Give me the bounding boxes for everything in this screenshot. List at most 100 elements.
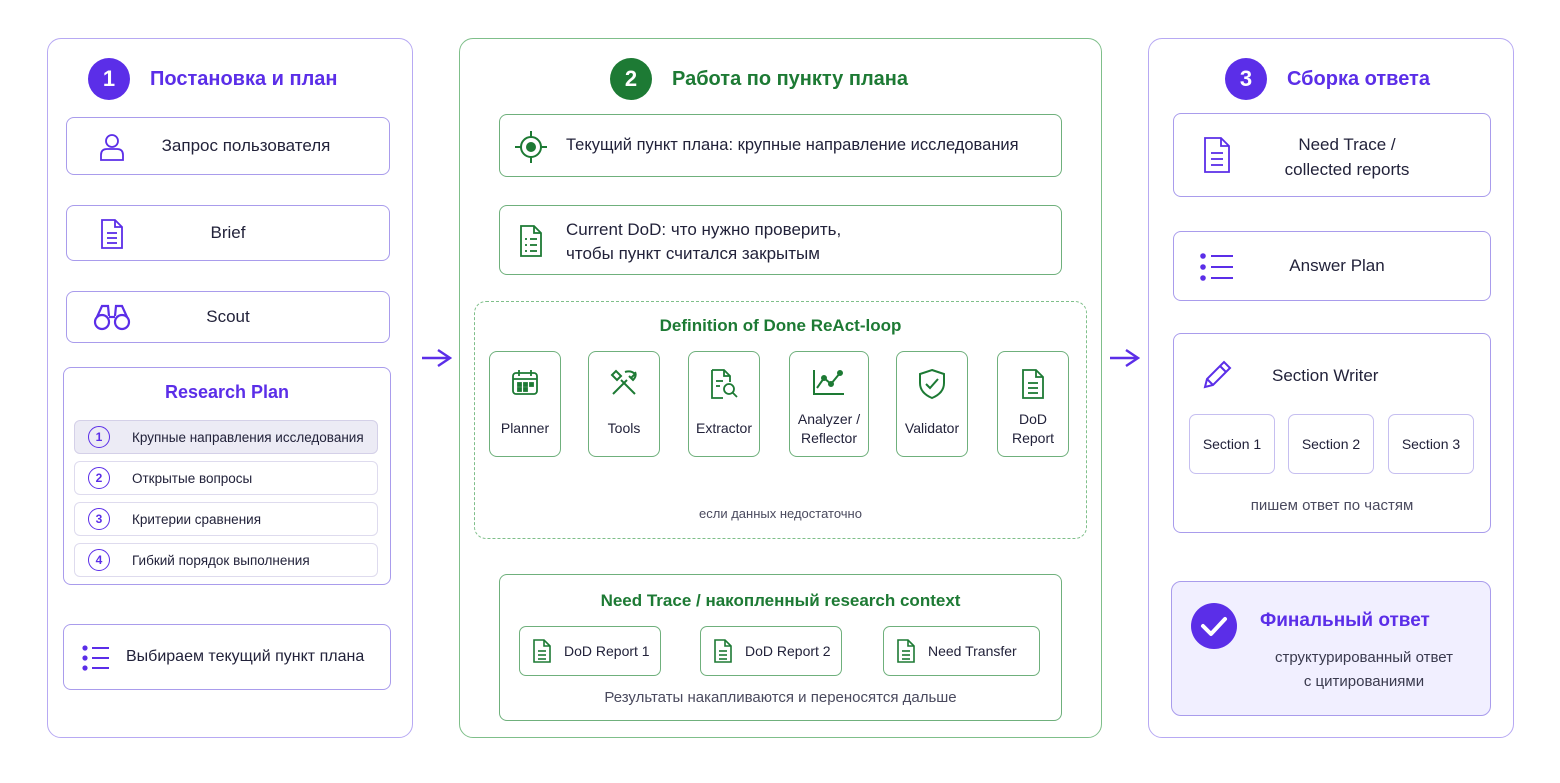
- plan-item-number: 1: [88, 426, 110, 448]
- step-label: Tools: [607, 420, 641, 436]
- step-tools[interactable]: Tools: [588, 351, 660, 457]
- plan-item-text: Гибкий порядок выполнения: [132, 552, 310, 568]
- step-dod-report[interactable]: DoD Report: [997, 351, 1069, 457]
- step-validator[interactable]: Validator: [896, 351, 968, 457]
- document-icon: [1202, 136, 1232, 174]
- list-icon: [1200, 253, 1234, 281]
- step-label: Planner: [500, 420, 550, 436]
- calendar-icon: [490, 368, 560, 396]
- section-2-box[interactable]: Section 2: [1288, 414, 1374, 474]
- collected-reports-line-1: Need Trace /: [1298, 135, 1396, 154]
- feedback-caption: если данных недостаточно: [699, 506, 862, 521]
- plan-item-2[interactable]: 2 Открытые вопросы: [74, 461, 378, 495]
- section-1-box[interactable]: Section 1: [1189, 414, 1275, 474]
- scout-label: Scout: [206, 307, 250, 326]
- step-extractor[interactable]: Extractor: [688, 351, 760, 457]
- plan-item-3[interactable]: 3 Критерии сравнения: [74, 502, 378, 536]
- need-trace-caption: Результаты накапливаются и переносятся д…: [604, 689, 957, 706]
- shield-check-icon: [897, 368, 967, 400]
- dod-report-2-box[interactable]: DoD Report 2: [700, 626, 842, 676]
- target-icon: [514, 130, 548, 164]
- doc-search-icon: [689, 368, 759, 400]
- step-label-line-1: Analyzer /: [797, 411, 861, 427]
- document-icon: [897, 639, 915, 663]
- step-label: Validator: [904, 420, 960, 436]
- research-plan-box: Research Plan 1 Крупные направления иссл…: [63, 367, 391, 585]
- research-plan-title: Research Plan: [164, 382, 290, 402]
- step-label-line-1: DoD: [1018, 411, 1047, 427]
- tools-icon: [589, 368, 659, 398]
- current-plan-item-label: Текущий пункт плана: крупные направление…: [566, 136, 1019, 154]
- need-transfer-box[interactable]: Need Transfer: [883, 626, 1040, 676]
- collected-reports-text: Need Trace / collected reports: [1174, 132, 1490, 182]
- report-label: DoD Report 2: [745, 643, 831, 659]
- user-icon: [97, 132, 127, 162]
- plan-item-number: 3: [88, 508, 110, 530]
- panel-setup-and-plan: 1 Постановка и план Запрос пользователя …: [47, 38, 413, 738]
- chart-line-icon: [790, 368, 868, 396]
- panel-work-on-plan-item: 2 Работа по пункту плана Текущий пункт п…: [459, 38, 1102, 738]
- step-label: Extractor: [695, 420, 752, 436]
- current-dod-text: Current DoD: что нужно проверить, чтобы …: [566, 218, 841, 266]
- checklist-icon: [518, 224, 544, 258]
- collected-reports-box[interactable]: Need Trace / collected reports: [1173, 113, 1491, 197]
- scout-box[interactable]: Scout: [66, 291, 390, 343]
- answer-plan-box[interactable]: Answer Plan: [1173, 231, 1491, 301]
- binoculars-icon: [93, 303, 131, 331]
- need-trace-title: Need Trace / накопленный research contex…: [600, 591, 961, 610]
- step-number-badge: 3: [1225, 58, 1267, 100]
- step-number-badge: 2: [610, 58, 652, 100]
- section-3-box[interactable]: Section 3: [1388, 414, 1474, 474]
- plan-item-4[interactable]: 4 Гибкий порядок выполнения: [74, 543, 378, 577]
- section-writer-box: Section Writer Section 1 Section 2 Secti…: [1173, 333, 1491, 533]
- step-label-line-2: Reflector: [800, 430, 858, 446]
- dod-react-loop-container: Definition of Done ReAct-loop если данны…: [474, 301, 1087, 539]
- panel3-header: 3 Сборка ответа: [1225, 58, 1430, 100]
- plan-item-1[interactable]: 1 Крупные направления исследования: [74, 420, 378, 454]
- pencil-icon: [1200, 358, 1234, 392]
- user-request-box[interactable]: Запрос пользователя: [66, 117, 390, 175]
- section-writer-caption: пишем ответ по частям: [1250, 497, 1414, 514]
- document-icon: [533, 639, 551, 663]
- final-answer-line-2: с цитированиями: [1303, 673, 1425, 690]
- final-answer-line-1: структурированный ответ: [1275, 649, 1453, 666]
- report-label: Need Transfer: [928, 643, 1017, 659]
- answer-plan-label: Answer Plan: [1289, 256, 1385, 275]
- document-icon: [998, 368, 1068, 400]
- plan-item-number: 2: [88, 467, 110, 489]
- plan-item-text: Крупные направления исследования: [132, 429, 364, 445]
- step-number-badge: 1: [88, 58, 130, 100]
- final-answer-title: Финальный ответ: [1260, 610, 1430, 631]
- step-analyzer-reflector[interactable]: Analyzer / Reflector: [789, 351, 869, 457]
- plan-item-number: 4: [88, 549, 110, 571]
- panel-title: Работа по пункту плана: [672, 67, 908, 90]
- list-icon: [82, 645, 110, 671]
- panel-title: Постановка и план: [150, 67, 338, 90]
- step-planner[interactable]: Planner: [489, 351, 561, 457]
- current-dod-line-2: чтобы пункт считался закрытым: [566, 244, 820, 263]
- panel-title: Сборка ответа: [1287, 67, 1430, 90]
- brief-box[interactable]: Brief: [66, 205, 390, 261]
- dod-report-1-box[interactable]: DoD Report 1: [519, 626, 661, 676]
- plan-item-text: Открытые вопросы: [132, 470, 253, 486]
- current-dod-line-1: Current DoD: что нужно проверить,: [566, 220, 842, 239]
- current-dod-box[interactable]: Current DoD: что нужно проверить, чтобы …: [499, 205, 1062, 275]
- panel1-header: 1 Постановка и план: [88, 58, 338, 100]
- report-label: DoD Report 1: [564, 643, 650, 659]
- select-plan-item-box[interactable]: Выбираем текущий пункт плана: [63, 624, 391, 690]
- loop-title: Definition of Done ReAct-loop: [659, 316, 902, 335]
- final-answer-text: структурированный ответ с цитированиями: [1238, 646, 1490, 694]
- panel2-header: 2 Работа по пункту плана: [610, 58, 908, 100]
- document-icon: [99, 218, 125, 250]
- collected-reports-line-2: collected reports: [1284, 160, 1410, 179]
- user-request-label: Запрос пользователя: [161, 136, 331, 155]
- final-answer-box[interactable]: Финальный ответ структурированный ответ …: [1171, 581, 1491, 716]
- plan-item-text: Критерии сравнения: [132, 511, 262, 527]
- step-label: DoD Report: [998, 410, 1068, 448]
- step-label-line-2: Report: [1011, 430, 1055, 446]
- current-plan-item-box[interactable]: Текущий пункт плана: крупные направление…: [499, 114, 1062, 177]
- document-icon: [714, 639, 732, 663]
- section-writer-label: Section Writer: [1272, 366, 1379, 385]
- step-label: Analyzer / Reflector: [790, 410, 868, 448]
- select-plan-item-label: Выбираем текущий пункт плана: [126, 648, 365, 665]
